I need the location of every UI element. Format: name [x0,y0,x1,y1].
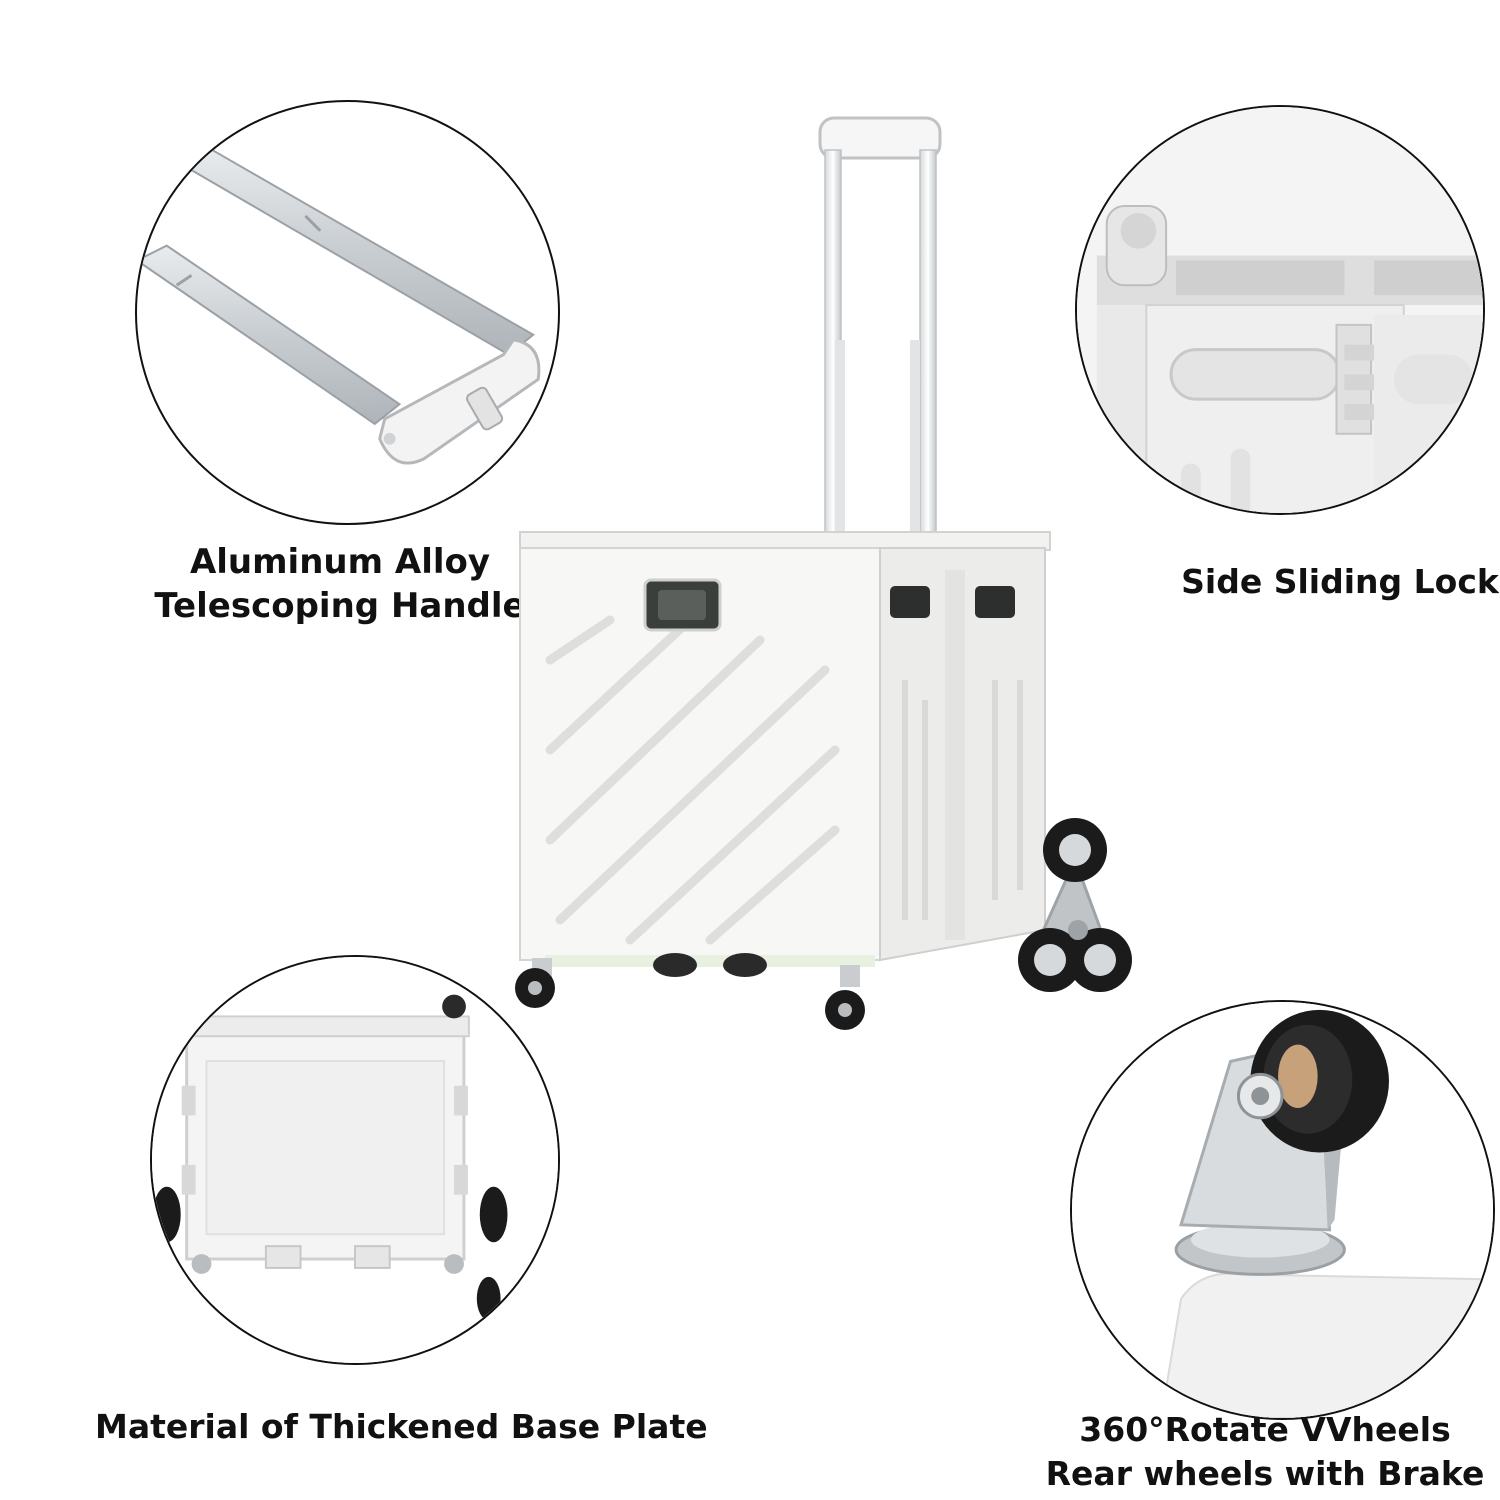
handle-label-line1: Aluminum Alloy [189,542,491,582]
wheels-label-line2: Rear wheels with Brake [1045,1454,1485,1493]
side-lock-illustration [1077,107,1483,513]
base-plate-illustration [152,957,558,1363]
telescoping-handle-illustration [137,145,541,465]
lock-label-line1: Side Sliding Lock [1181,562,1499,601]
wheels-detail-circle [1070,1000,1495,1420]
lock-detail-circle [1075,105,1485,515]
stair-climbing-wheel [1018,818,1132,992]
front-right-caster [825,965,865,1030]
base-label: Material of Thickened Base Plate [95,1405,708,1449]
lock-label: Side Sliding Lock [1180,560,1500,604]
wheels-label-line1: 360°Rotate VVheels [1079,1410,1451,1449]
caster-wheel-illustration [1072,1002,1493,1418]
handle-label: Aluminum Alloy Telescoping Handle [130,540,550,628]
handle-detail-circle [135,100,560,525]
wheels-label: 360°Rotate VVheels Rear wheels with Brak… [1040,1408,1490,1496]
folding-cart-product [515,116,1132,1030]
base-detail-circle [150,955,560,1365]
handle-label-line2: Telescoping Handle [154,586,526,626]
base-label-line1: Material of Thickened Base Plate [95,1407,708,1446]
